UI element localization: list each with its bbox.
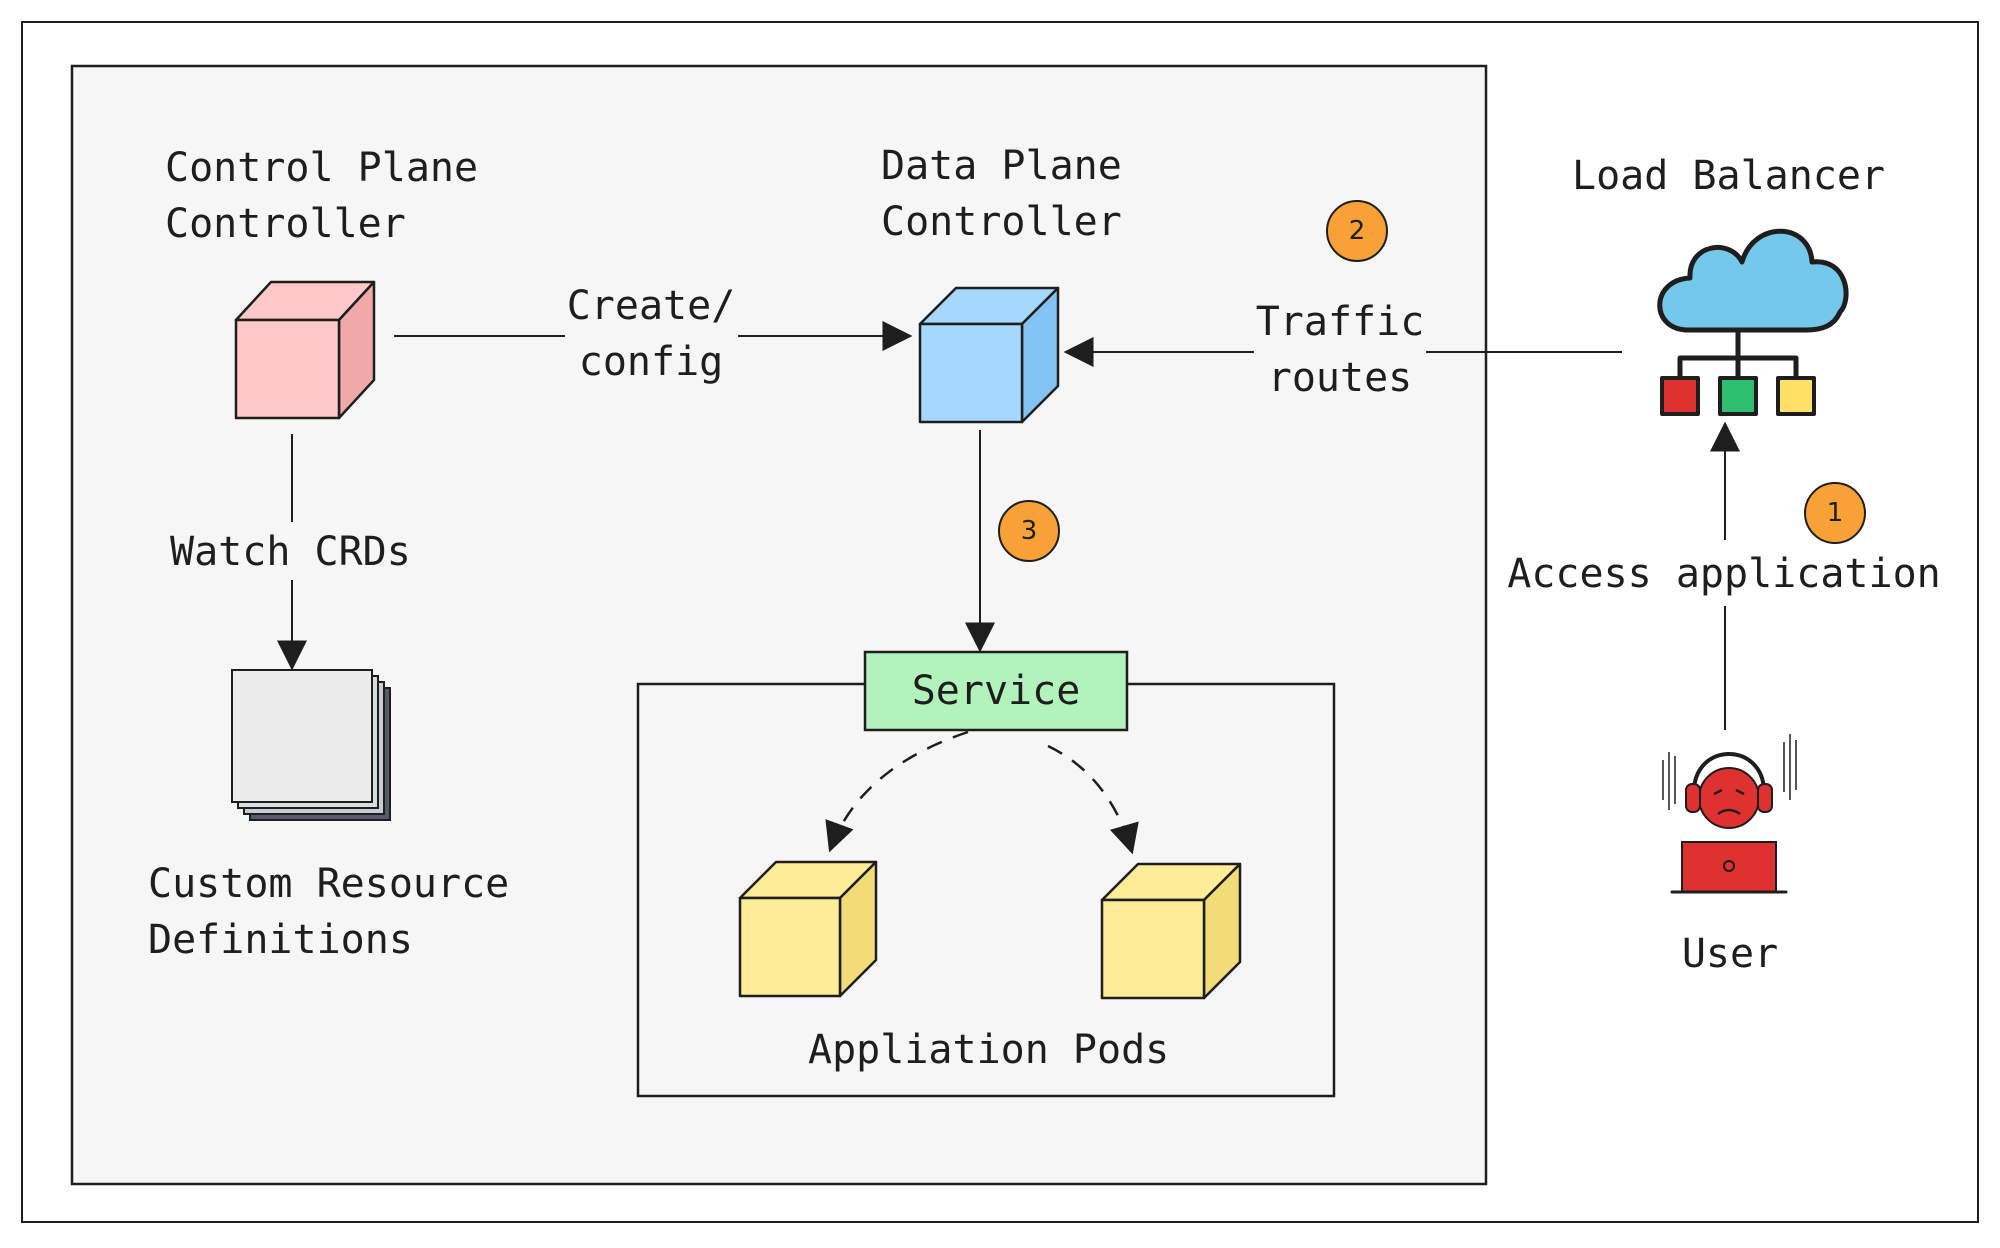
control-plane-label: Control Plane Controller: [165, 145, 479, 247]
create-config-label: Create/ config: [566, 283, 736, 385]
service-box: [863, 650, 1129, 732]
service-to-pod-right-arrow: [1047, 744, 1139, 855]
document-stack-icon: [231, 669, 391, 821]
frustrated-user-icon: [1662, 734, 1797, 894]
cloud-network-icon: [1657, 228, 1849, 416]
data-plane-cube-icon: [918, 286, 1060, 424]
service-label: Service: [911, 668, 1081, 714]
pod-cube-left-icon: [738, 860, 878, 998]
crd-label: Custom Resource Definitions: [148, 861, 510, 963]
step-badge-3: 3: [998, 500, 1060, 562]
step-badge-1: 1: [1804, 482, 1866, 544]
control-plane-cube-icon: [234, 280, 376, 420]
pod-cube-right-icon: [1100, 862, 1242, 1000]
pods-label: Appliation Pods: [808, 1027, 1170, 1073]
step-badge-2: 2: [1326, 200, 1388, 262]
user-label: User: [1681, 931, 1779, 977]
cluster-boundary: [70, 64, 1488, 1186]
traffic-routes-label: Traffic routes: [1255, 299, 1425, 401]
data-plane-label: Data Plane Controller: [881, 143, 1122, 245]
watch-crds-label: Watch CRDs: [170, 529, 411, 575]
load-balancer-label: Load Balancer: [1572, 153, 1886, 199]
access-application-label: Access application: [1507, 551, 1941, 597]
